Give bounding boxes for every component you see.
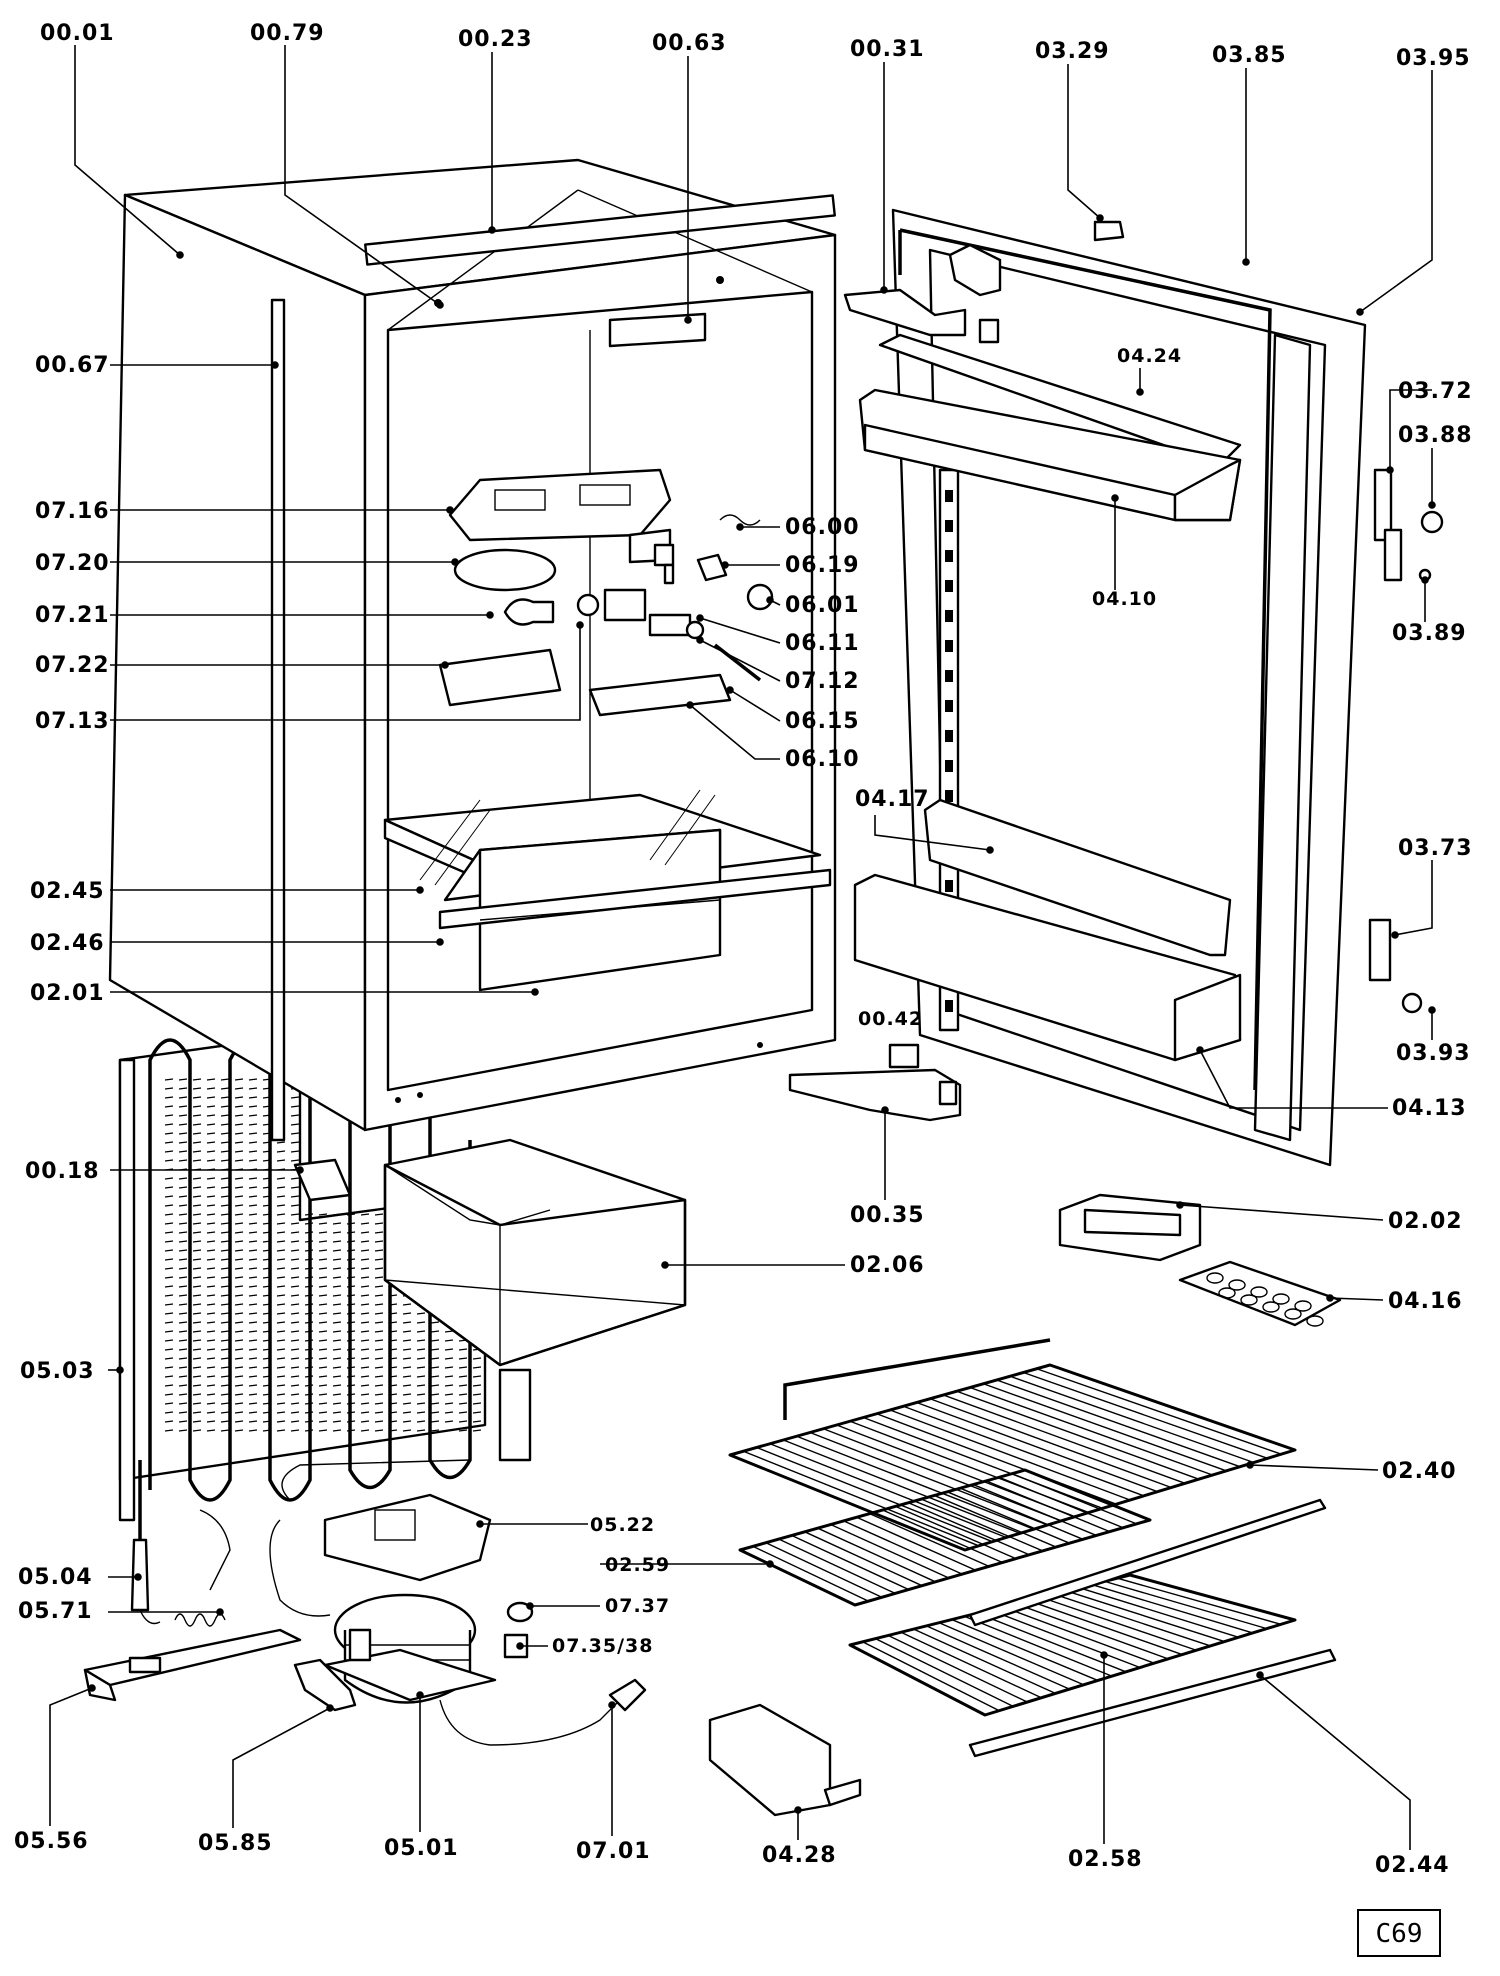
label-02-06: 02.06 xyxy=(850,1253,925,1278)
label-04-16: 04.16 xyxy=(1388,1289,1463,1314)
vegetable-drawer xyxy=(383,1138,687,1367)
condenser xyxy=(118,1033,532,1522)
label-04-24: 04.24 xyxy=(1117,345,1182,367)
door xyxy=(843,208,1444,1167)
label-05-56: 05.56 xyxy=(14,1829,89,1854)
drier-filter xyxy=(130,1460,161,1625)
label-02-46: 02.46 xyxy=(30,931,105,956)
label-00-01: 00.01 xyxy=(40,21,115,46)
label-00-23: 00.23 xyxy=(458,27,533,52)
label-02-58: 02.58 xyxy=(1068,1847,1143,1872)
compressor xyxy=(269,1459,497,1704)
wire-shelf-upper xyxy=(728,1338,1297,1552)
label-06-10: 06.10 xyxy=(785,747,860,772)
spring xyxy=(174,1509,231,1627)
label-07-12: 07.12 xyxy=(785,669,860,694)
label-05-03: 05.03 xyxy=(20,1359,95,1384)
small-tray xyxy=(708,1703,862,1817)
label-04-17: 04.17 xyxy=(855,787,930,812)
label-04-28: 04.28 xyxy=(762,1843,837,1868)
power-cord xyxy=(439,1678,647,1746)
cabinet xyxy=(108,158,837,1142)
label-03-93: 03.93 xyxy=(1396,1041,1471,1066)
bottom-hinge xyxy=(788,1043,962,1122)
trim-strip-lower xyxy=(968,1648,1337,1758)
label-03-85: 03.85 xyxy=(1212,43,1287,68)
label-07-37: 07.37 xyxy=(605,1595,670,1617)
label-07-22: 07.22 xyxy=(35,653,110,678)
label-03-72: 03.72 xyxy=(1398,379,1473,404)
label-03-89: 03.89 xyxy=(1392,621,1467,646)
label-07-21: 07.21 xyxy=(35,603,110,628)
label-07-13: 07.13 xyxy=(35,709,110,734)
label-02-45: 02.45 xyxy=(30,879,105,904)
part-labels: 00.01 00.79 00.23 00.63 00.31 03.29 03.8… xyxy=(14,21,1473,1878)
label-04-13: 04.13 xyxy=(1392,1096,1467,1121)
label-06-00: 06.00 xyxy=(785,515,860,540)
trim-strip-upper xyxy=(968,1498,1327,1627)
label-04-10: 04.10 xyxy=(1092,588,1157,610)
bracket xyxy=(293,1158,352,1202)
label-05-71: 05.71 xyxy=(18,1599,93,1624)
label-00-67: 00.67 xyxy=(35,353,110,378)
diagram-code-box xyxy=(1357,1909,1441,1957)
label-00-63: 00.63 xyxy=(652,31,727,56)
label-06-19: 06.19 xyxy=(785,553,860,578)
label-05-04: 05.04 xyxy=(18,1565,93,1590)
label-05-01: 05.01 xyxy=(384,1836,459,1861)
label-02-59: 02.59 xyxy=(605,1554,670,1576)
diagram-code: C69 xyxy=(1376,1919,1423,1949)
clamp xyxy=(293,1658,357,1712)
label-05-85: 05.85 xyxy=(198,1831,273,1856)
wire-shelf-lower xyxy=(848,1573,1297,1717)
label-02-01: 02.01 xyxy=(30,981,105,1006)
label-03-29: 03.29 xyxy=(1035,39,1110,64)
label-07-16: 07.16 xyxy=(35,499,110,524)
label-00-79: 00.79 xyxy=(250,21,325,46)
label-06-15: 06.15 xyxy=(785,709,860,734)
butter-dish xyxy=(1058,1193,1202,1262)
label-07-20: 07.20 xyxy=(35,551,110,576)
label-06-01: 06.01 xyxy=(785,593,860,618)
label-00-35: 00.35 xyxy=(850,1203,925,1228)
label-02-44: 02.44 xyxy=(1375,1853,1450,1878)
label-07-01: 07.01 xyxy=(576,1839,651,1864)
mounting-bracket xyxy=(83,1628,302,1702)
label-03-88: 03.88 xyxy=(1398,423,1473,448)
label-02-40: 02.40 xyxy=(1382,1459,1457,1484)
leader-lines xyxy=(49,45,1436,1850)
label-03-73: 03.73 xyxy=(1398,836,1473,861)
label-06-11: 06.11 xyxy=(785,631,860,656)
wire-shelf-middle xyxy=(738,1468,1152,1607)
label-03-95: 03.95 xyxy=(1396,46,1471,71)
label-07-35-38: 07.35/38 xyxy=(552,1635,653,1657)
light-assembly xyxy=(438,468,774,717)
egg-tray xyxy=(1178,1260,1342,1327)
label-05-22: 05.22 xyxy=(590,1514,655,1536)
glass-shelf-crisper xyxy=(383,789,832,992)
label-00-31: 00.31 xyxy=(850,37,925,62)
label-02-02: 02.02 xyxy=(1388,1209,1463,1234)
label-00-42: 00.42 xyxy=(858,1008,923,1030)
label-00-18: 00.18 xyxy=(25,1159,100,1184)
